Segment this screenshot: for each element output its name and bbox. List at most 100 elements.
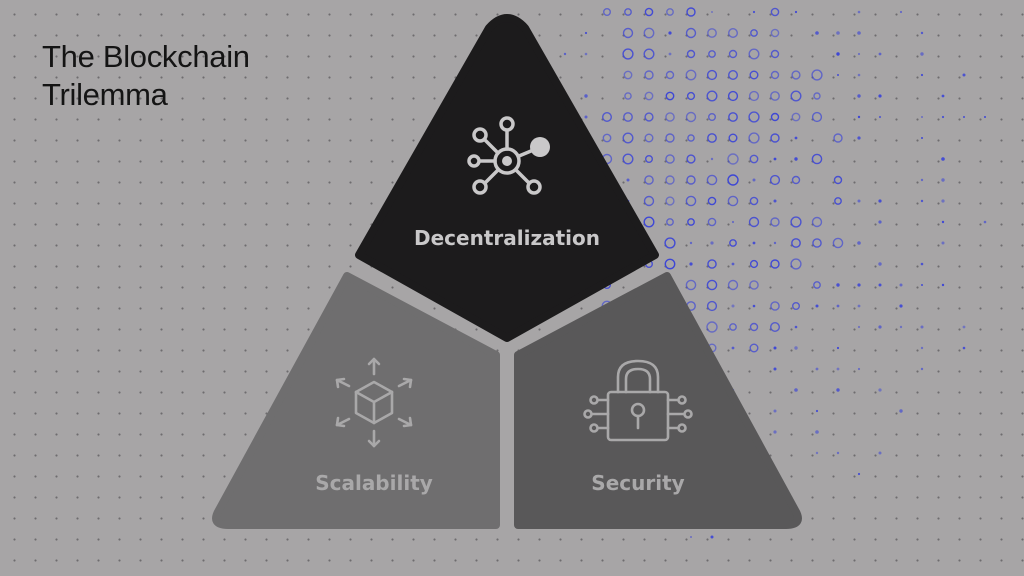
blue-dot (836, 388, 840, 392)
blue-dot (794, 157, 798, 161)
blue-dot (749, 154, 759, 164)
blue-dot (878, 52, 882, 56)
blue-dot (878, 220, 882, 224)
blue-dot (668, 52, 672, 56)
blue-dot (941, 241, 945, 245)
blue-dot (686, 49, 696, 59)
blue-dot (773, 241, 777, 245)
blue-dot (920, 199, 924, 203)
blue-dot (813, 92, 821, 100)
blue-dot (664, 237, 676, 249)
blue-dot (689, 241, 693, 245)
blue-dot (644, 70, 654, 80)
blue-dot (773, 199, 777, 203)
blue-dot (773, 346, 777, 350)
blue-dot (920, 178, 924, 182)
blue-dot (815, 304, 819, 308)
blue-dot (749, 196, 759, 206)
blue-dot (622, 48, 634, 60)
blue-dot (748, 111, 760, 123)
blue-dot (815, 31, 819, 35)
blue-dot (878, 325, 882, 329)
blue-dot (770, 322, 781, 333)
blue-dot (748, 132, 760, 144)
blue-dot (878, 283, 882, 287)
blue-dot (685, 279, 697, 291)
blue-dot (644, 112, 654, 122)
blue-dot (878, 388, 882, 392)
blue-dot (962, 73, 966, 77)
blue-dot (706, 90, 718, 102)
blue-dot (833, 175, 843, 185)
blue-dot (728, 112, 738, 122)
segment-top-shape (355, 14, 659, 342)
blue-dot (727, 90, 739, 102)
blue-dot (643, 195, 655, 207)
blue-dot (687, 134, 695, 142)
blue-dot (665, 91, 675, 101)
blue-dot (857, 241, 861, 245)
blue-dot (622, 27, 634, 39)
blue-dot (731, 220, 735, 224)
blue-dot (899, 304, 903, 308)
blue-dot (686, 91, 696, 101)
blue-dot (857, 325, 861, 329)
page-title: The Blockchain Trilemma (42, 38, 250, 114)
blue-dot (770, 7, 780, 17)
blue-dot (770, 259, 780, 269)
segment-label-scalability: Scalability (315, 471, 433, 495)
blue-dot (790, 90, 802, 102)
blue-dot (706, 300, 718, 312)
blue-dot (857, 73, 861, 77)
blue-dot (794, 10, 798, 14)
blue-dot (832, 237, 844, 249)
blue-dot (752, 241, 756, 245)
blue-dot (710, 157, 714, 161)
blue-dot (920, 52, 924, 56)
blue-dot (668, 31, 672, 35)
blue-dot (921, 116, 923, 118)
blue-dot (791, 238, 801, 248)
blue-dot (626, 178, 630, 182)
blue-dot (963, 116, 965, 118)
blue-dot (602, 111, 613, 122)
blue-dot (836, 31, 840, 35)
blue-dot (878, 115, 882, 119)
blue-dot (665, 196, 675, 206)
blue-dot (643, 27, 655, 39)
blue-dot (857, 115, 861, 119)
blue-dot (962, 325, 966, 329)
blue-dot (584, 52, 588, 56)
blue-dot (749, 259, 759, 269)
blue-dot (689, 262, 693, 266)
blue-dot (752, 304, 756, 308)
blue-dot (706, 279, 718, 291)
blue-dot (857, 10, 861, 14)
blue-dot (563, 52, 567, 56)
blue-dot (708, 112, 717, 121)
blue-dot (623, 70, 633, 80)
blue-dot (727, 279, 739, 291)
blue-dot (773, 157, 777, 161)
segment-security: Security (514, 272, 802, 529)
blue-dot (708, 50, 716, 58)
blue-dot (921, 137, 923, 139)
blue-dot (878, 451, 882, 455)
blue-dot (770, 49, 780, 59)
blue-dot (878, 94, 882, 98)
blue-dot (770, 133, 780, 143)
blue-dot (729, 323, 737, 331)
blue-dot (645, 154, 654, 163)
blue-dot (752, 10, 756, 14)
blue-dot (706, 174, 718, 186)
blue-dot (727, 195, 739, 207)
blue-dot (813, 281, 821, 289)
blue-dot (811, 111, 823, 123)
blue-dot (707, 196, 717, 206)
blue-dot (811, 216, 823, 228)
blue-dot (711, 11, 713, 13)
blue-dot (836, 451, 840, 455)
blue-dot (749, 343, 759, 353)
blue-dot (685, 195, 697, 207)
